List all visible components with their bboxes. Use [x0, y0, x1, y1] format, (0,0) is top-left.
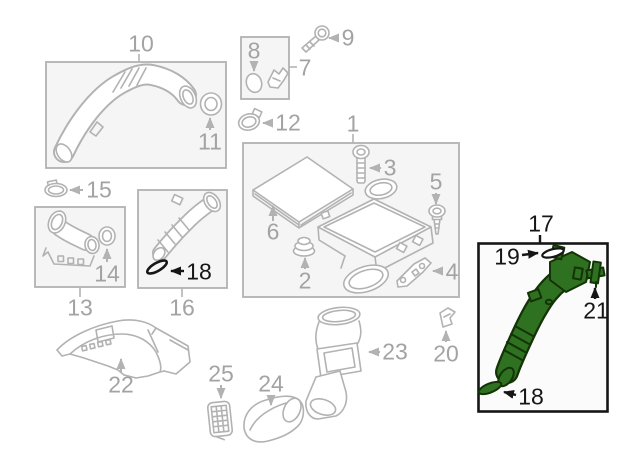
- sensor-7: [267, 67, 289, 89]
- hose-clamp-12: [237, 107, 263, 131]
- callout-4[interactable]: 4: [445, 258, 459, 285]
- callout-13[interactable]: 13: [67, 294, 93, 321]
- callout-18-box17[interactable]: 18: [518, 383, 544, 410]
- callout-22[interactable]: 22: [108, 371, 134, 398]
- callout-24[interactable]: 24: [258, 370, 284, 397]
- callout-17[interactable]: 17: [528, 210, 554, 237]
- callout-16[interactable]: 16: [169, 294, 195, 321]
- callout-15[interactable]: 15: [86, 176, 112, 203]
- bracket-4: [396, 257, 432, 288]
- screw-5: [428, 204, 446, 235]
- callout-6[interactable]: 6: [266, 218, 280, 245]
- seal-ring-18-box17: [477, 380, 503, 396]
- callout-2[interactable]: 2: [298, 267, 312, 294]
- intake-snorkel-23: [305, 306, 362, 420]
- callout-21[interactable]: 21: [583, 297, 609, 324]
- air-cleaner-housing-1: [317, 178, 434, 294]
- callout-20[interactable]: 20: [433, 340, 459, 367]
- callout-10[interactable]: 10: [128, 30, 154, 57]
- cowl-cover-22: [56, 319, 191, 379]
- coupling-ring-11: [199, 92, 223, 116]
- callout-1[interactable]: 1: [346, 110, 360, 137]
- corrugated-hose-16: [152, 191, 222, 262]
- callout-19[interactable]: 19: [494, 243, 520, 270]
- callout-8[interactable]: 8: [247, 37, 261, 64]
- seal-ring-8: [245, 72, 263, 94]
- air-duct-24: [243, 395, 305, 443]
- callout-5[interactable]: 5: [429, 168, 443, 195]
- charge-air-tube-10: [53, 63, 198, 163]
- leader-arrows: [69, 33, 600, 406]
- grille-25: [206, 400, 234, 441]
- seal-ring-18-box16: [145, 259, 169, 275]
- callout-9[interactable]: 9: [341, 24, 355, 51]
- callout-11[interactable]: 11: [198, 128, 222, 155]
- screw-9: [301, 25, 330, 53]
- seal-ring-14: [98, 226, 116, 246]
- callout-25[interactable]: 25: [208, 360, 234, 387]
- leader-ticks: [79, 54, 542, 297]
- callout-7[interactable]: 7: [298, 54, 312, 81]
- connector-21: [585, 260, 606, 288]
- intake-duct-13: [42, 210, 100, 267]
- callout-3[interactable]: 3: [383, 154, 397, 181]
- hose-clamp-15: [44, 179, 68, 198]
- callout-12[interactable]: 12: [275, 109, 301, 136]
- callout-14[interactable]: 14: [94, 260, 120, 287]
- rubber-grommet-2: [292, 236, 316, 257]
- callout-18-box16[interactable]: 18: [186, 258, 212, 285]
- bolt-3: [352, 144, 370, 184]
- seal-ring-19: [541, 247, 565, 259]
- clip-20: [439, 307, 456, 328]
- callout-23[interactable]: 23: [382, 338, 408, 365]
